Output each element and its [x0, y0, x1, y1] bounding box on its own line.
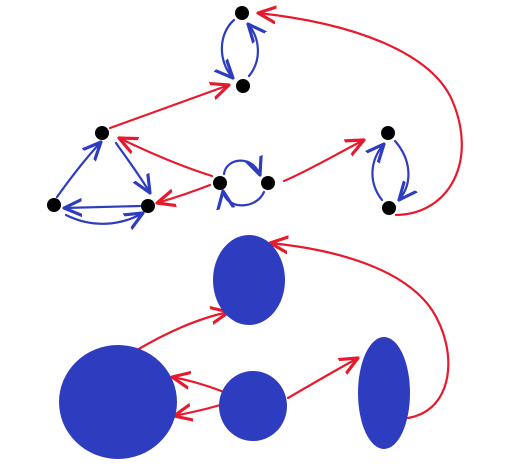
node-n5	[141, 199, 155, 213]
component-c4	[358, 337, 410, 449]
edge-n3-n2	[108, 85, 229, 130]
edge-c2-c1	[135, 312, 229, 352]
component-c1	[213, 235, 285, 325]
graph-nodes	[47, 6, 396, 215]
edge-n6-n5	[157, 183, 212, 203]
edge-n1-n2	[222, 18, 236, 78]
edge-c3-c4	[286, 358, 358, 400]
node-n8	[381, 126, 395, 140]
component-c2	[59, 345, 177, 459]
node-n2	[236, 79, 250, 93]
edge-n2-n1	[248, 24, 258, 78]
node-n4	[47, 198, 61, 212]
node-n3	[95, 126, 109, 140]
condensation-graph	[59, 235, 450, 459]
edge-n7-n8	[282, 140, 364, 183]
node-n9	[382, 201, 396, 215]
edge-n9-n8	[372, 144, 384, 202]
component-c3	[219, 371, 287, 441]
edge-n7-n6	[223, 191, 266, 205]
edge-n6-n7	[222, 161, 260, 175]
edge-n9-n1	[258, 13, 463, 217]
edge-c4-c1	[270, 243, 450, 420]
edge-n4-n5b	[64, 213, 143, 224]
blue-edges	[55, 18, 408, 224]
edge-c3-c2-upper	[172, 377, 226, 394]
edge-n5-n4	[64, 206, 142, 208]
node-n7	[261, 176, 275, 190]
edge-n6-n3	[119, 138, 214, 178]
node-n1	[235, 6, 249, 20]
component-blobs	[59, 235, 410, 459]
condensation-edges	[135, 243, 450, 420]
edge-n8-n9	[393, 139, 408, 200]
node-n6	[213, 176, 227, 190]
directed-graph	[47, 6, 463, 224]
edge-n4-n3	[55, 142, 101, 199]
red-edges	[108, 13, 463, 217]
edge-c3-c2-lower	[174, 405, 222, 416]
